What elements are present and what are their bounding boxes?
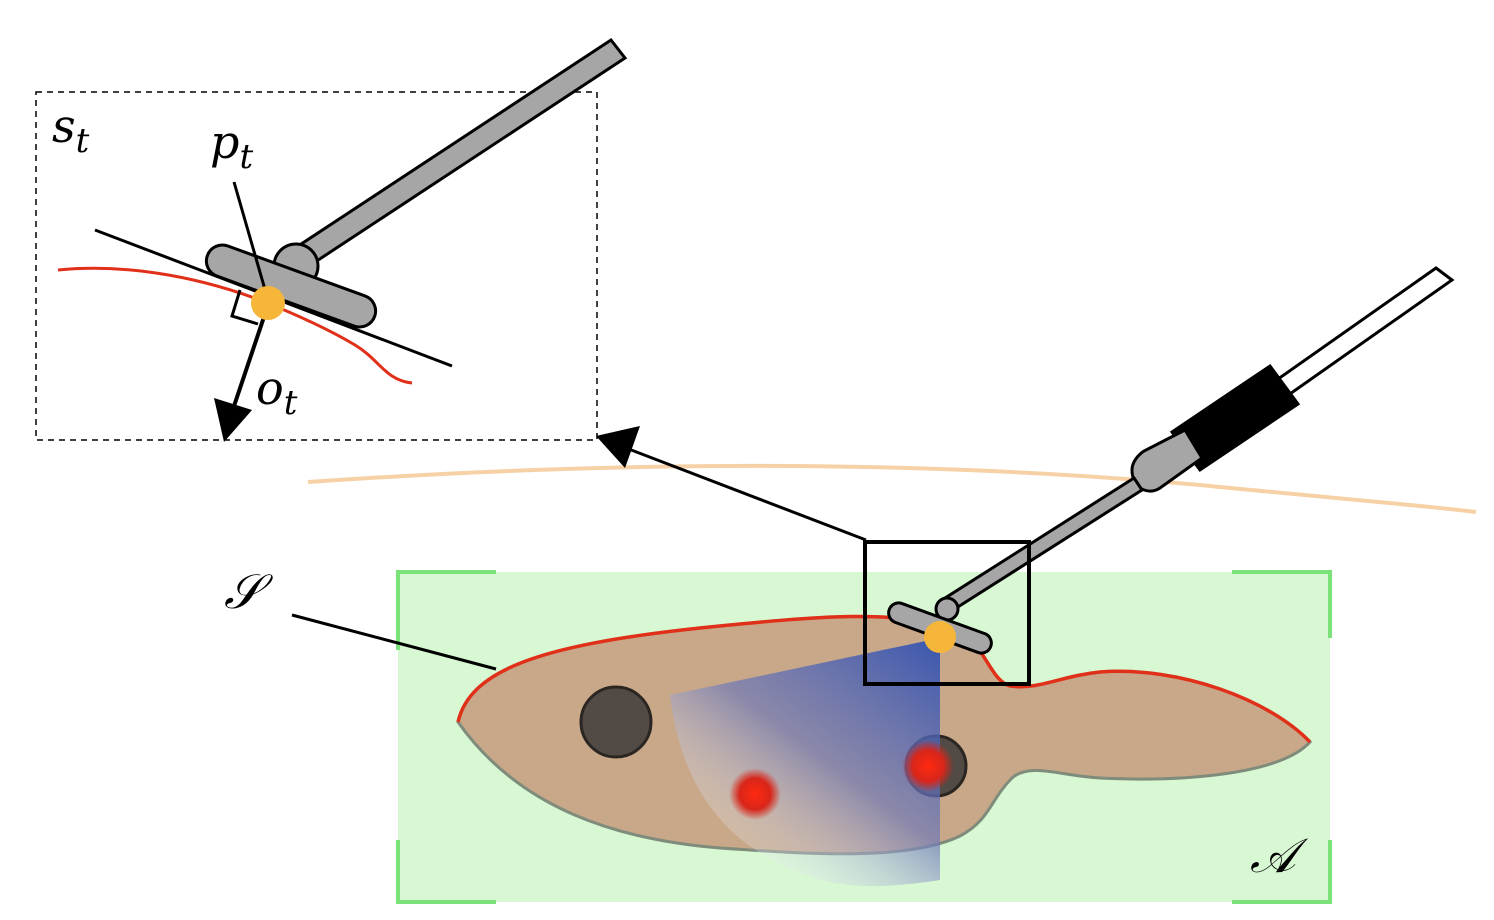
orientation-label: ot	[256, 361, 298, 423]
lesion-red-left	[729, 768, 781, 820]
zoom-box	[863, 540, 1031, 686]
lesion-dark-left	[579, 685, 653, 759]
inset-contact-point	[251, 286, 285, 320]
inset-probe	[204, 37, 628, 329]
contact-point	[924, 621, 956, 653]
skin-line	[307, 463, 1477, 514]
zoom-arrow	[599, 436, 867, 542]
surface-pointer	[291, 613, 497, 671]
zoom-arrow-head	[596, 426, 640, 468]
position-pointer	[232, 181, 270, 301]
position-label: pt	[210, 115, 253, 177]
state-inset	[35, 91, 598, 441]
right-angle-marker	[230, 289, 259, 326]
surface-label: 𝒮	[224, 564, 274, 620]
orientation-vector	[230, 304, 270, 413]
orientation-vector-head	[214, 398, 252, 442]
inset-surface-curve	[57, 266, 413, 385]
state-label: st	[52, 99, 90, 161]
ultrasound-beam	[670, 638, 940, 887]
scan-area-corners	[396, 570, 1332, 904]
lesion-red-right	[902, 740, 954, 792]
